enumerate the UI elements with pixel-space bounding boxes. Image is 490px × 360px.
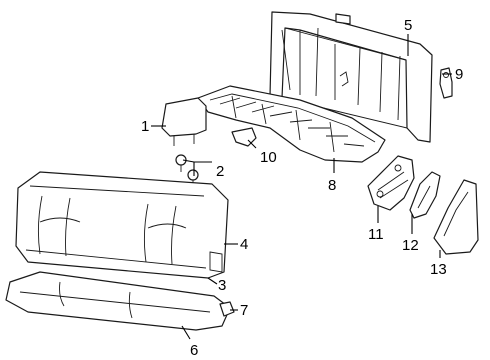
clip-part: [439, 67, 453, 99]
callout-8: 8: [328, 177, 336, 194]
callout-11: 11: [368, 226, 384, 243]
callout-12: 12: [402, 237, 419, 254]
callout-10: 10: [260, 149, 277, 166]
bracket-part: [231, 127, 257, 147]
seat-back-assembly: [15, 171, 229, 279]
callout-3: 3: [218, 277, 226, 294]
callout-7: 7: [240, 302, 248, 319]
callout-4: 4: [240, 236, 248, 253]
callout-6: 6: [190, 342, 198, 359]
callout-1: 1: [141, 118, 149, 135]
callout-5: 5: [404, 17, 412, 34]
callout-9: 9: [455, 66, 463, 83]
seat-cushion-frame: [197, 85, 386, 163]
outer-trim-panel: [433, 179, 479, 255]
hinge-mechanism: [367, 155, 415, 211]
callout-labels: 1 2 3 4 5 6 7 8 9 10 11 12 13: [141, 17, 463, 359]
callout-13: 13: [430, 261, 447, 278]
headrest: [161, 97, 207, 146]
callout-2: 2: [216, 163, 224, 180]
fastener-part: [219, 301, 235, 317]
leader-lines: [151, 34, 452, 340]
side-cover: [409, 171, 441, 219]
seat-cushion-pad: [5, 271, 231, 331]
